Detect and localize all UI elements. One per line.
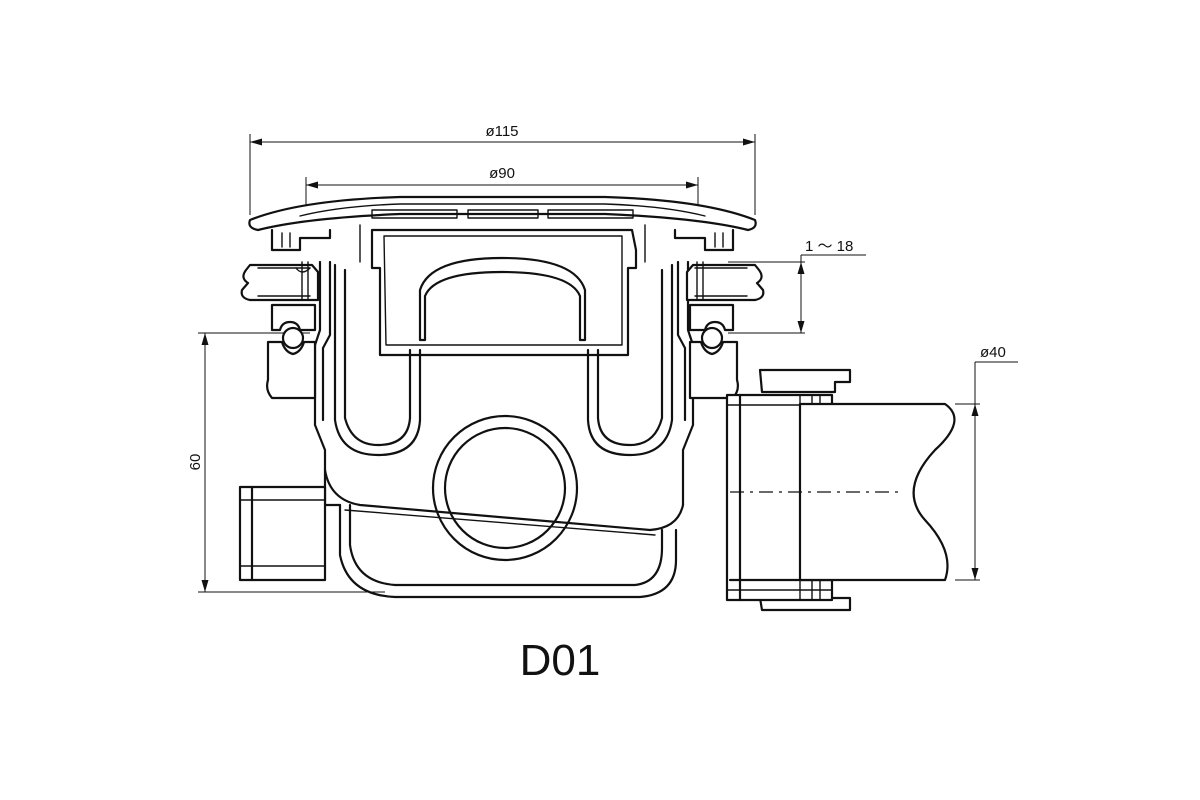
dimension-outer-diameter: ø115: [249, 123, 756, 215]
adjust-range-label: 1 ～ 18: [805, 238, 853, 255]
dimension-outlet-diameter: ø40: [955, 344, 1018, 581]
right-clamp: [685, 261, 765, 400]
outlet-diameter-label: ø40: [980, 344, 1006, 361]
left-clamp: [240, 261, 320, 400]
outer-diameter-label: ø115: [485, 123, 518, 140]
dimension-adjust-range: 1 ～ 18: [728, 238, 866, 334]
cover-frame: [270, 228, 735, 252]
height-label: 60: [187, 454, 204, 471]
outlet-pipe: [730, 402, 956, 582]
outlet-hole: [431, 414, 579, 562]
left-stub-pipe: [238, 485, 327, 582]
drain-cover: [248, 195, 757, 232]
inner-diameter-label: ø90: [489, 165, 515, 182]
model-title: D01: [520, 636, 601, 685]
dimension-inner-diameter: ø90: [305, 165, 699, 210]
dimension-height: 60: [187, 332, 385, 593]
trap-bell: [359, 224, 646, 357]
